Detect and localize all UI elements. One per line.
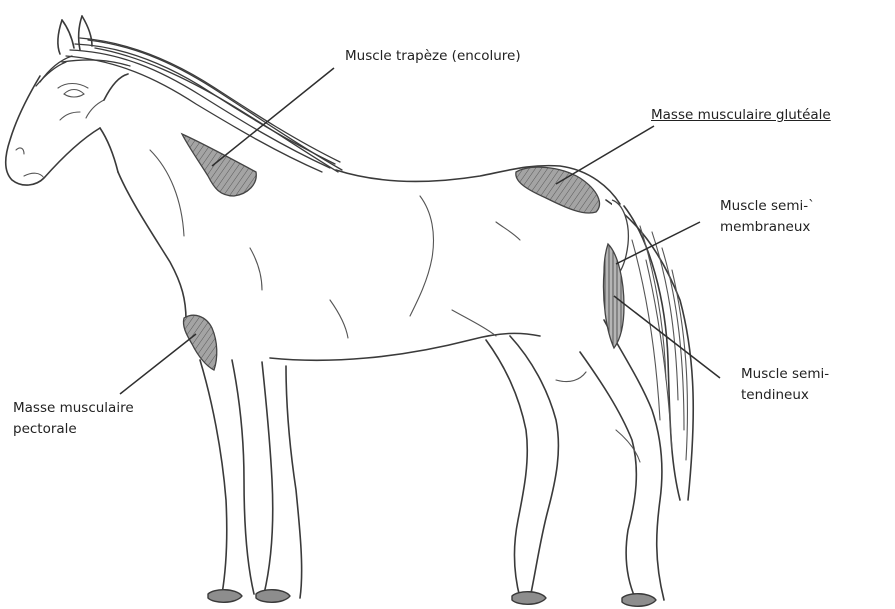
gluteal-leader-line	[556, 126, 654, 184]
label-semi-membraneux-line-1: Muscle semi-`	[720, 196, 815, 217]
trapeze-muscle-region	[182, 134, 256, 196]
hooves	[208, 590, 656, 607]
label-pectorale: Masse musculaire pectorale	[13, 398, 134, 440]
label-semi-membraneux-line-2: membraneux	[720, 217, 815, 238]
label-trapeze: Muscle trapèze (encolure)	[345, 46, 521, 67]
mane	[36, 38, 342, 172]
label-gluteale: Masse musculaire glutéale	[651, 105, 831, 126]
horse-legs	[200, 320, 664, 600]
label-semi-membraneux: Muscle semi-` membraneux	[720, 196, 815, 238]
pectoral-leader-line	[120, 334, 196, 394]
horse-body	[104, 74, 620, 360]
label-pectorale-line-2: pectorale	[13, 419, 134, 440]
horse-drawing	[6, 16, 694, 606]
label-semi-tendineux-line-1: Muscle semi-	[741, 364, 829, 385]
trapeze-leader-line	[212, 68, 334, 166]
muscle-regions	[182, 134, 628, 370]
label-pectorale-line-1: Masse musculaire	[13, 398, 134, 419]
label-semi-tendineux-line-2: tendineux	[741, 385, 829, 406]
label-semi-tendineux: Muscle semi- tendineux	[741, 364, 829, 406]
